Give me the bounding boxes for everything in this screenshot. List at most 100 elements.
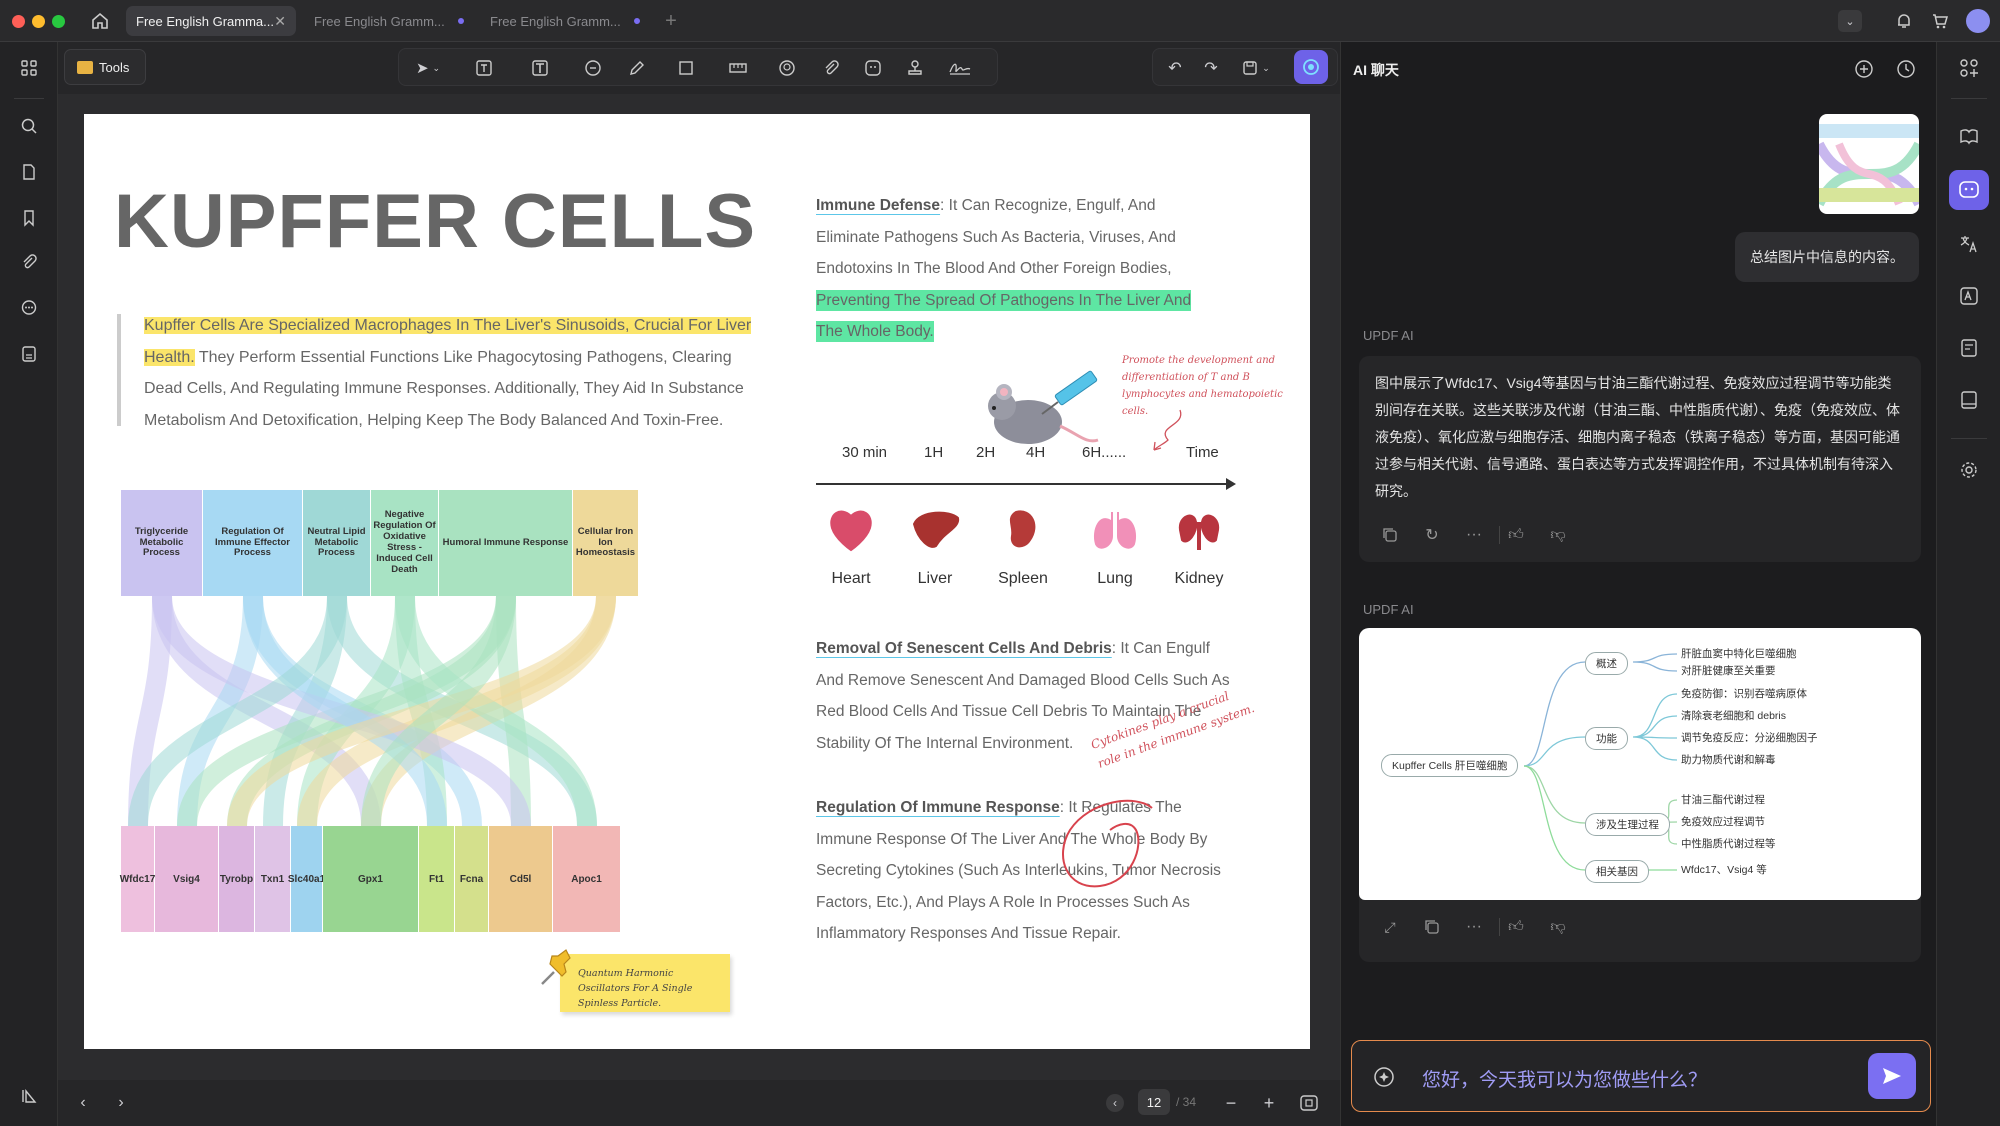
settings-gear-icon[interactable] [1957, 458, 1981, 482]
tab-list-chevron-icon[interactable]: ⌄ [1838, 10, 1862, 32]
divider [1951, 98, 1987, 99]
fit-page-icon[interactable] [1298, 1092, 1320, 1114]
maximize-window-button[interactable] [52, 15, 65, 28]
quote-bar [117, 314, 121, 426]
typewriter-icon[interactable] [522, 56, 558, 80]
organ-label: Spleen [998, 570, 1048, 587]
divider [1499, 918, 1500, 936]
form-icon[interactable] [17, 342, 41, 366]
read-mode-icon[interactable] [1957, 124, 1981, 148]
mindmap-leaf: Wfdc17、Vsig4 等 [1681, 864, 1767, 876]
chat-input-box[interactable]: 您好，今天我可以为您做些什么？ [1351, 1040, 1931, 1112]
ai-assistant-button[interactable] [1294, 50, 1328, 84]
timeline-label: 4H [1026, 444, 1046, 461]
ai-label: UPDF AI [1363, 328, 1414, 343]
sticker-icon[interactable] [858, 56, 888, 80]
gene-box: Slc40a1 [288, 826, 325, 932]
close-window-button[interactable] [12, 15, 25, 28]
save-icon[interactable]: ⌄ [1236, 56, 1276, 80]
removal-text: : It Can Engulf And Remove Senescent And… [816, 640, 1230, 752]
minimize-window-button[interactable] [32, 15, 45, 28]
stamp-icon[interactable] [900, 56, 930, 80]
note-comment-icon[interactable] [578, 56, 608, 80]
mindmap-root: Kupffer Cells 肝巨噬细胞 [1381, 754, 1519, 777]
bookmark-icon[interactable] [17, 206, 41, 230]
more-icon[interactable]: ··· [1466, 526, 1482, 543]
page-layout-icon[interactable] [1957, 388, 1981, 412]
thumbnails-grid-icon[interactable] [17, 56, 41, 80]
send-button[interactable] [1868, 1053, 1916, 1099]
new-chat-icon[interactable] [1851, 56, 1877, 82]
comment-icon[interactable] [17, 296, 41, 320]
more-icon[interactable]: ··· [1466, 918, 1482, 935]
attachment-icon[interactable] [17, 250, 41, 274]
user-avatar[interactable] [1966, 9, 1990, 33]
ai-prompt-icon[interactable] [1370, 1063, 1398, 1091]
translate-icon[interactable] [1957, 232, 1981, 256]
page-icon[interactable] [17, 160, 41, 184]
mouse-annotation: Promote the development and differentiat… [1122, 355, 1283, 417]
tab-active[interactable]: Free English Gramma... ✕ [126, 6, 296, 36]
copy-icon[interactable] [1421, 916, 1443, 938]
regenerate-icon[interactable]: ↻ [1425, 527, 1439, 544]
mindmap-image[interactable]: Kupffer Cells 肝巨噬细胞 概述肝脏血窦中特化巨噬细胞对肝脏健康至关… [1359, 628, 1921, 900]
ai-chat-tab-button[interactable] [1949, 170, 1989, 210]
sticky-note[interactable]: Quantum Harmonic Oscillators For A Singl… [560, 954, 730, 1012]
tab-close-icon[interactable]: ✕ [274, 12, 286, 29]
undo-icon[interactable]: ↶ [1168, 60, 1182, 77]
home-icon[interactable] [88, 9, 112, 33]
timeline-label: 6H...... [1082, 444, 1127, 461]
apps-grid-icon[interactable] [1957, 56, 1981, 80]
ai-chat-panel: AI 聊天 总结图片中信息的内容。 UPDF AI 图中展示了Wfdc17、Vs… [1340, 42, 1936, 1126]
shape-rectangle-icon[interactable] [668, 56, 704, 80]
ocr-icon[interactable] [1957, 284, 1981, 308]
thumbs-down-icon[interactable]: 👎︎ [1550, 918, 1566, 935]
gene-box: Apoc1 [553, 826, 620, 932]
sidebar-toggle-icon[interactable] [17, 1084, 41, 1108]
tools-label: Tools [99, 59, 130, 75]
thumbs-down-icon[interactable]: 👎︎ [1550, 526, 1566, 543]
sticky-note-text: Quantum Harmonic Oscillators For A Singl… [578, 968, 693, 1009]
page-number-input[interactable]: 12 [1138, 1089, 1170, 1115]
zoom-out-icon[interactable]: − [1225, 1092, 1237, 1113]
new-tab-plus-icon[interactable]: + [665, 9, 677, 32]
chat-input-placeholder[interactable]: 您好，今天我可以为您做些什么？ [1422, 1070, 1708, 1091]
pushpin-icon [536, 944, 582, 995]
prev-chevron-icon[interactable]: ‹ [80, 1094, 86, 1111]
sankey-link [361, 595, 516, 827]
left-sidebar [0, 42, 58, 1126]
select-cursor-icon[interactable]: ➤⌄ [415, 60, 441, 77]
ai-mindmap-card: Kupffer Cells 肝巨噬细胞 概述肝脏血窦中特化巨噬细胞对肝脏健康至关… [1359, 628, 1921, 962]
gene-box: Cd5l [489, 826, 552, 932]
divider [1499, 526, 1500, 544]
history-clock-icon[interactable] [1893, 56, 1919, 82]
bell-icon[interactable] [1892, 10, 1916, 32]
expand-icon[interactable]: ⤢ [1384, 918, 1396, 935]
zoom-in-icon[interactable]: + [1263, 1092, 1275, 1113]
pencil-icon[interactable] [622, 56, 652, 80]
tab-2[interactable]: Free English Gramm... [304, 6, 474, 36]
prev-page-icon[interactable]: ‹ [1106, 1094, 1124, 1112]
redo-icon[interactable]: ↷ [1204, 60, 1218, 77]
stamp-search-icon[interactable] [772, 56, 802, 80]
thumbs-up-icon[interactable]: 👍︎ [1508, 526, 1524, 543]
signature-icon[interactable] [942, 56, 978, 80]
tools-button[interactable]: Tools [64, 49, 146, 85]
tab-label: Free English Gramma... [136, 13, 274, 29]
cart-icon[interactable] [1928, 10, 1952, 32]
measure-ruler-icon[interactable] [720, 56, 756, 80]
divider [14, 98, 44, 99]
tab-3[interactable]: Free English Gramm... [480, 6, 650, 36]
search-icon[interactable] [17, 114, 41, 138]
edit-form-icon[interactable] [1957, 336, 1981, 360]
copy-icon[interactable] [1379, 524, 1401, 546]
paperclip-icon[interactable] [816, 56, 846, 80]
attached-image-thumbnail[interactable] [1819, 114, 1919, 214]
mindmap-branch: 功能 [1585, 727, 1628, 750]
sankey-link [395, 595, 597, 827]
thumbs-up-icon[interactable]: 👍︎ [1508, 918, 1524, 935]
text-box-icon[interactable] [466, 56, 502, 80]
next-chevron-icon[interactable]: › [118, 1094, 124, 1111]
